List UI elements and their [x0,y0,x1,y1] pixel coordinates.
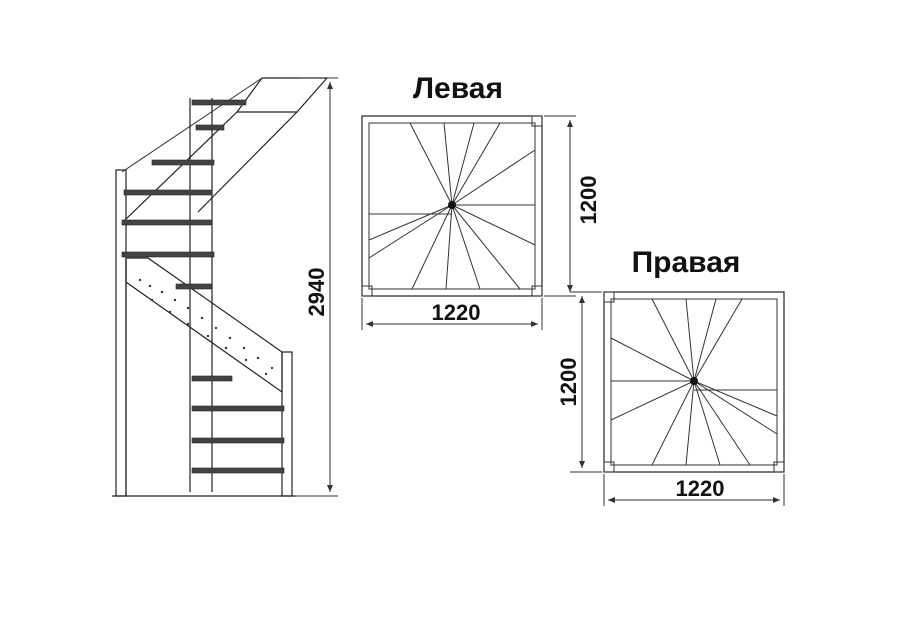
winder-step-line [693,298,743,382]
winder-step-line [651,380,695,466]
winder-step-line [443,122,453,206]
right-plan-center-post [690,377,698,385]
winder-step-line [451,122,501,206]
right-plan: Правая 1220 1200 [556,246,785,506]
stair-tread [121,219,213,226]
stair-tread [191,467,285,474]
stair-tread [151,159,215,166]
winder-step-line [610,380,695,421]
left-plan-width-label: 1220 [432,300,481,325]
winder-step-line [411,204,453,290]
left-plan: Левая 1220 1200 [361,72,601,330]
stair-tread [175,283,213,290]
winder-step-line [651,298,695,382]
winder-step-line [693,298,717,382]
winder-step-line [685,380,695,466]
winder-step-line [451,122,475,206]
right-plan-width-label: 1220 [676,476,725,501]
winder-step-line [693,380,751,466]
winder-step-line [451,204,536,246]
stair-tread [191,375,233,382]
stair-tread [191,437,285,444]
left-plan-center-post [448,201,456,209]
winder-step-line [610,337,695,382]
stair-elevation: 2940 [112,77,338,497]
winder-step-line [693,380,721,466]
elevation-height-label: 2940 [304,268,329,317]
winder-step-line [445,204,453,290]
winder-step-line [685,298,695,382]
left-plan-title: Левая [413,72,503,105]
right-plan-title: Правая [632,246,741,279]
stair-tread [191,99,247,106]
winder-step-line [409,122,453,206]
winder-step-line [693,380,778,417]
winder-step-line [368,204,453,241]
left-plan-height-label: 1200 [576,176,601,225]
winder-step-line [451,149,536,206]
stair-tread [121,251,215,258]
stair-tread [191,405,285,412]
stair-tread [195,124,225,131]
stair-tread [123,189,213,196]
right-plan-height-label: 1200 [556,358,581,407]
winder-step-line [451,204,521,290]
winder-step-line [451,204,481,290]
winder-step-line [693,380,778,435]
